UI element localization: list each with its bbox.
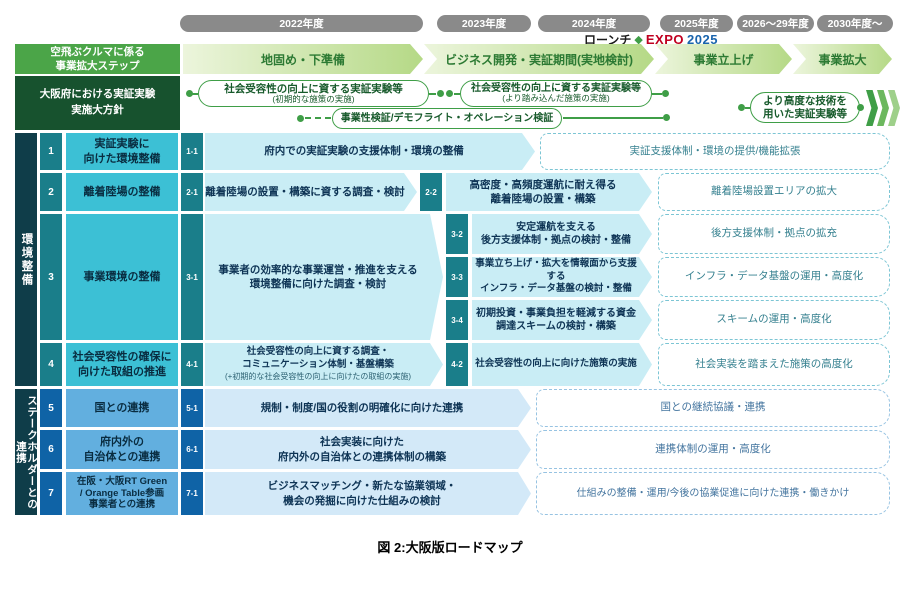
row3-future2: 後方支援体制・拠点の拡充 [658, 214, 890, 254]
policy-header: 大阪府における実証実験 実施大方針 [15, 76, 180, 130]
row4-label: 社会受容性の確保に 向けた取組の推進 [66, 343, 178, 386]
milestone-dot [446, 90, 453, 97]
business-step-header: 空飛ぶクルマに係る 事業拡大ステップ [15, 44, 180, 74]
year-pill-2022: 2022年度 [180, 15, 423, 32]
diamond-icon: ◆ [634, 34, 643, 46]
row6-future: 連携体制の運用・高度化 [536, 430, 890, 469]
row1-sub-number: 1-1 [181, 133, 203, 170]
row4-task1-text: 社会受容性の向上に資する調査・ コミュニケーション体制・基盤構築 [242, 346, 394, 371]
launch-label: ローンチ [584, 33, 632, 47]
row3-sub3-number: 3-3 [446, 257, 468, 297]
year-pill-2025: 2025年度 [660, 15, 733, 32]
policy-pill-3-label: 事業性検証/デモフライト・オペレーション検証 [340, 112, 554, 124]
row3-task4: 初期投資・事業負担を軽減する資金 調達スキームの検討・構築 [472, 300, 652, 340]
row7-sub-number: 7-1 [181, 472, 203, 515]
row5-sub-number: 5-1 [181, 389, 203, 427]
launch-expo-marker: ローンチ ◆ EXPO 2025 [584, 31, 718, 48]
sidebar-stakeholder: ステークホルダーとの連携 [15, 389, 38, 515]
connector-line [745, 107, 750, 109]
row5-label: 国との連携 [66, 389, 178, 427]
row1-task: 府内での実証実験の支援体制・環境の整備 [205, 133, 535, 170]
row3-task1: 事業者の効率的な事業運営・推進を支える 環境整備に向けた調査・検討 [205, 214, 443, 340]
sidebar-env: 環境整備 [15, 133, 37, 386]
connector-line [192, 93, 198, 95]
row3-future3: インフラ・データ基盤の運用・高度化 [658, 257, 890, 297]
dashed-connector-line [305, 117, 331, 119]
row3-sub1-number: 3-1 [181, 214, 203, 340]
row1-future: 実証支援体制・環境の提供/機能拡張 [540, 133, 890, 170]
row1-number: 1 [40, 133, 62, 170]
row3-task3: 事業立ち上げ・拡大を情報面から支援する インフラ・データ基盤の検討・整備 [472, 257, 652, 297]
policy-pill-1-main: 社会受容性の向上に資する実証実験等 [224, 82, 403, 95]
policy-pill-1: 社会受容性の向上に資する実証実験等 (初期的な施策の実施) [198, 80, 429, 107]
policy-pill-1-sub: (初期的な施策の実施) [272, 93, 355, 104]
row4-number: 4 [40, 343, 62, 386]
phase-arrow-3: 事業立上げ [655, 44, 792, 74]
phase-arrow-2: ビジネス開発・実証期間(実地検討) [424, 44, 654, 74]
row7-number: 7 [40, 472, 62, 515]
row4-sub2-number: 4-2 [446, 343, 468, 386]
row4-sub1-number: 4-1 [181, 343, 203, 386]
row2-future: 離着陸場設置エリアの拡大 [658, 173, 890, 211]
row4-future: 社会実装を踏まえた施策の高度化 [658, 343, 890, 386]
row3-task2: 安定運航を支える 後方支援体制・拠点の検討・整備 [472, 214, 652, 254]
row2-sub1-number: 2-1 [181, 173, 203, 211]
policy-pill-3: 事業性検証/デモフライト・オペレーション検証 [332, 108, 562, 129]
year-pill-2023: 2023年度 [437, 15, 531, 32]
connector-line [429, 93, 436, 95]
connector-line [454, 93, 460, 95]
expo-logo: EXPO [645, 32, 684, 47]
connector-line [563, 117, 663, 119]
milestone-dot [186, 90, 193, 97]
forward-chevron-icon [877, 90, 889, 126]
row2-sub2-number: 2-2 [420, 173, 442, 211]
row3-number: 3 [40, 214, 62, 340]
milestone-dot [663, 114, 670, 121]
milestone-dot [437, 90, 444, 97]
row1-label: 実証実験に 向けた環境整備 [66, 133, 178, 170]
year-pill-2030: 2030年度〜 [817, 15, 893, 32]
row4-task2: 社会受容性の向上に向けた施策の実施 [472, 343, 652, 386]
row2-task1: 離着陸場の設置・構築に資する調査・検討 [205, 173, 417, 211]
policy-pill-2: 社会受容性の向上に資する実証実験等 (より踏み込んだ施策の実施) [460, 80, 652, 107]
year-pill-2026-29: 2026〜29年度 [737, 15, 814, 32]
forward-chevron-icon [888, 90, 900, 126]
milestone-dot [662, 90, 669, 97]
row2-label: 離着陸場の整備 [66, 173, 178, 211]
milestone-dot [857, 104, 864, 111]
row6-label: 府内外の 自治体との連携 [66, 430, 178, 469]
row7-future: 仕組みの整備・運用/今後の協業促進に向けた連携・働きかけ [536, 472, 890, 515]
row2-number: 2 [40, 173, 62, 211]
year-pill-2024: 2024年度 [538, 15, 650, 32]
row6-task: 社会実装に向けた 府内外の自治体との連携体制の構築 [205, 430, 531, 469]
milestone-dot [297, 115, 304, 122]
policy-pill-4: より高度な技術を 用いた実証実験等 [750, 92, 860, 123]
row5-future: 国との継続協議・連携 [536, 389, 890, 427]
row6-sub-number: 6-1 [181, 430, 203, 469]
row3-future4: スキームの運用・高度化 [658, 300, 890, 340]
connector-line [652, 93, 662, 95]
row3-label: 事業環境の整備 [66, 214, 178, 340]
forward-chevron-icon [866, 90, 878, 126]
row7-label: 在阪・大阪RT Green / Orange Table参画 事業者との連携 [66, 472, 178, 515]
row4-task1-note: (+初期的な社会受容性の向上に向けたの取組の実施) [225, 371, 411, 381]
policy-pill-2-sub: (より踏み込んだ施策の実施) [502, 93, 610, 104]
row5-number: 5 [40, 389, 62, 427]
row3-sub2-number: 3-2 [446, 214, 468, 254]
row2-task2: 高密度・高頻度運航に耐え得る 離着陸場の設置・構築 [446, 173, 652, 211]
row7-task: ビジネスマッチング・新たな協業領域・ 機会の発掘に向けた仕組みの検討 [205, 472, 531, 515]
row6-number: 6 [40, 430, 62, 469]
policy-pill-2-main: 社会受容性の向上に資する実証実験等 [471, 82, 641, 94]
row5-task: 規制・制度/国の役割の明確化に向けた連携 [205, 389, 531, 427]
figure-caption: 図 2:大阪版ロードマップ [377, 540, 523, 555]
phase-arrow-1: 地固め・下準備 [183, 44, 423, 74]
milestone-dot [738, 104, 745, 111]
row4-task1: 社会受容性の向上に資する調査・ コミュニケーション体制・基盤構築 (+初期的な社… [205, 343, 443, 386]
phase-arrow-4: 事業拡大 [793, 44, 892, 74]
row3-sub4-number: 3-4 [446, 300, 468, 340]
expo-year: 2025 [687, 32, 718, 47]
